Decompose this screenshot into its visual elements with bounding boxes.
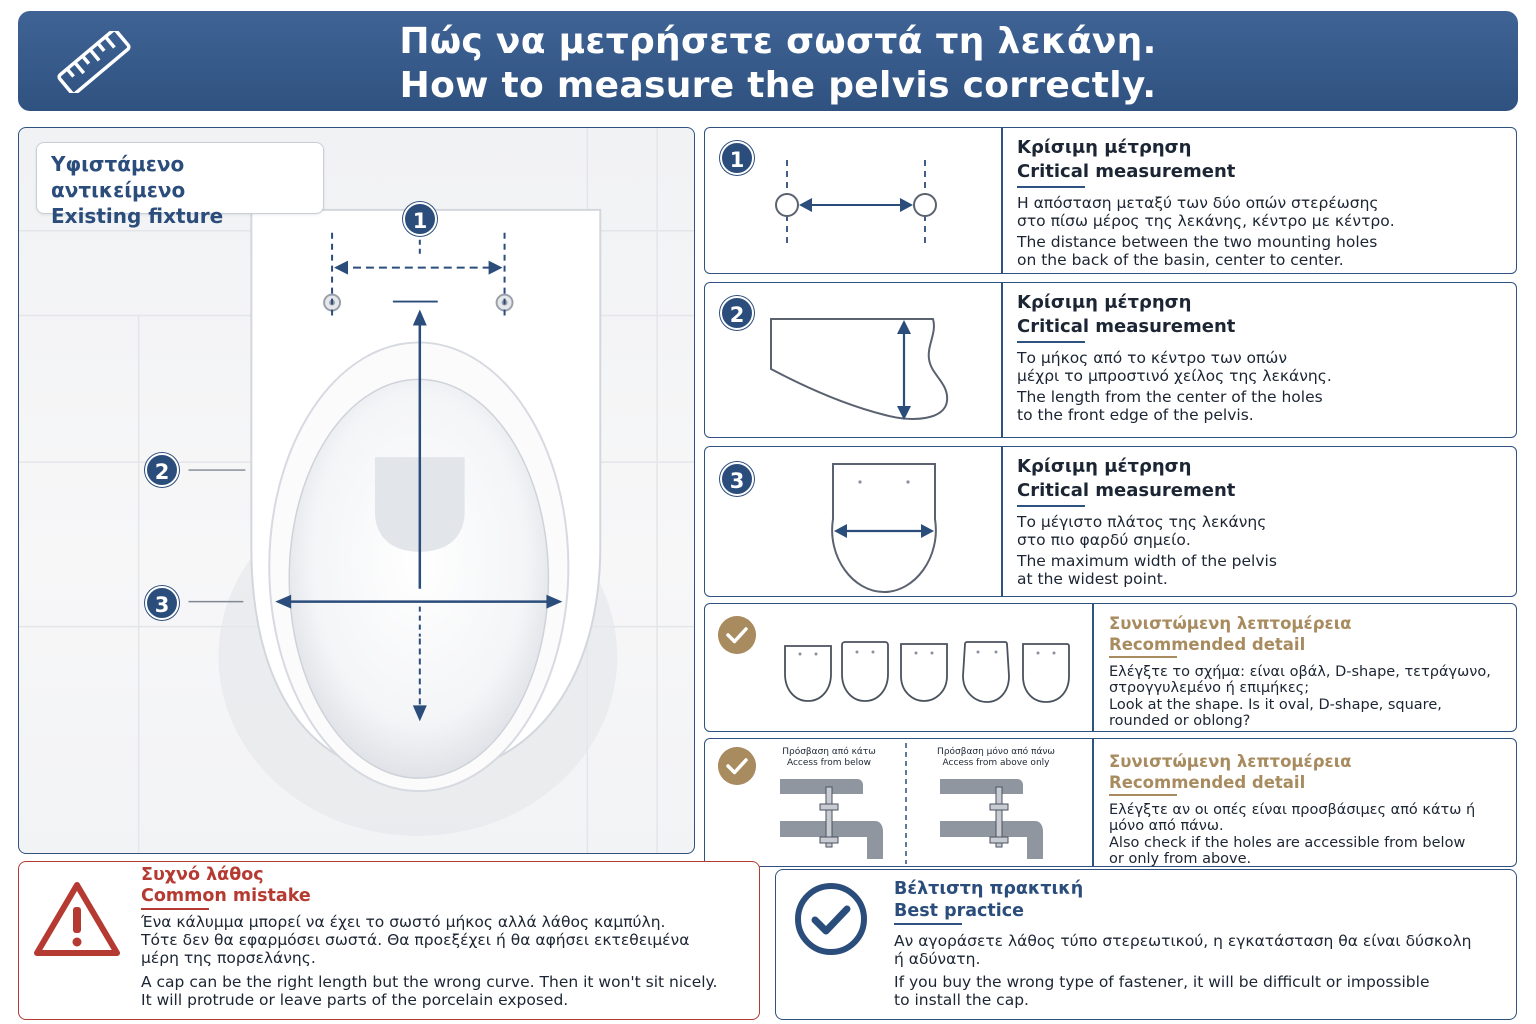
fixture-label-english: Existing fixture <box>51 204 224 228</box>
step-1-body-english-1: The distance between the two mounting ho… <box>1017 232 1378 251</box>
step-1-title-english: Critical measurement <box>1017 161 1236 182</box>
step-3-title-greek: Κρίσιμη μέτρηση <box>1017 456 1192 477</box>
marker-3: 3 <box>145 586 179 620</box>
recommended-2-body-greek-1: Ελέγξτε αν οι οπές είναι προσβάσιμες από… <box>1109 801 1476 818</box>
step-3-body-greek-2: στο πιο φαρδύ σημείο. <box>1017 530 1191 549</box>
warning-icon <box>34 882 120 956</box>
step-2-badge: 2 <box>720 296 754 330</box>
step-3-body-greek-1: Το μέγιστο πλάτος της λεκάνης <box>1017 512 1267 531</box>
mistake-body-english-1: A cap can be the right length but the wr… <box>141 973 718 991</box>
mistake-body-greek-3: μέρη της πορσελάνης. <box>141 949 316 967</box>
recommended-2-body-english-1: Also check if the holes are accessible f… <box>1109 834 1466 851</box>
best-practice-panel: Βέλτιστη πρακτική Best practice Αν αγορά… <box>775 869 1517 1020</box>
step-3-card: 3 Κρίσιμη μέτρηση Critical measurement Τ… <box>704 446 1517 597</box>
best-body-greek-1: Αν αγοράσετε λάθος τύπο στερεωτικού, η ε… <box>894 932 1472 950</box>
bowl-width-diagram <box>831 463 937 594</box>
check-icon <box>718 747 756 785</box>
step-1-body-greek-2: στο πίσω μέρος της λεκάνης, κέντρο με κέ… <box>1017 211 1395 230</box>
access-below-label: Πρόσβαση από κάτω Access from below <box>782 747 876 768</box>
marker-2: 2 <box>145 453 179 487</box>
mistake-body-english-2: It will protrude or leave parts of the p… <box>141 991 569 1009</box>
recommended-2-title-greek: Συνιστώμενη λεπτομέρεια <box>1109 752 1352 771</box>
title-english: How to measure the pelvis correctly. <box>399 65 1157 106</box>
bowl-length-diagram <box>770 318 949 420</box>
step-1-title-greek: Κρίσιμη μέτρηση <box>1017 137 1192 158</box>
step-2-body-english-2: to the front edge of the pelvis. <box>1017 405 1254 424</box>
header-banner: Πώς να μετρήσετε σωστά τη λεκάνη. How to… <box>18 11 1518 111</box>
access-above-label: Πρόσβαση μόνο από πάνω Access from above… <box>937 747 1055 768</box>
marker-1: 1 <box>403 202 437 236</box>
common-mistake-panel: Συχνό λάθος Common mistake Ένα κάλυμμα μ… <box>18 861 760 1020</box>
ruler-icon <box>57 31 131 93</box>
recommended-shape-card: Συνιστώμενη λεπτομέρεια Recommended deta… <box>704 603 1517 732</box>
step-1-card: 1 Κρίσιμη μέτρηση Critical measurement Η… <box>704 127 1517 274</box>
recommended-1-body-english-1: Look at the shape. Is it oval, D-shape, … <box>1109 696 1442 713</box>
recommended-1-body-english-2: rounded or oblong? <box>1109 713 1251 729</box>
step-3-body-english-1: The maximum width of the pelvis <box>1017 551 1277 570</box>
check-icon <box>718 616 756 654</box>
recommended-2-body-greek-2: μόνο από πάνω. <box>1109 818 1224 834</box>
recommended-2-body-english-2: or only from above. <box>1109 851 1252 867</box>
step-3-body-english-2: at the widest point. <box>1017 569 1168 588</box>
step-2-title-greek: Κρίσιμη μέτρηση <box>1017 292 1192 313</box>
toilet-illustration <box>19 128 694 853</box>
fastener-access-diagram <box>780 743 1043 864</box>
step-2-body-greek-2: μέχρι το μπροστινό χείλος της λεκάνης. <box>1017 366 1332 385</box>
recommended-1-title-greek: Συνιστώμενη λεπτομέρεια <box>1109 614 1352 633</box>
step-1-badge: 1 <box>720 141 754 175</box>
best-body-english-2: to install the cap. <box>894 991 1029 1009</box>
step-2-title-english: Critical measurement <box>1017 316 1236 337</box>
hole-distance-diagram <box>775 160 937 248</box>
seat-shapes-diagram <box>784 641 1070 703</box>
step-1-body-greek-1: Η απόσταση μεταξύ των δύο οπών στερέωσης <box>1017 193 1379 212</box>
mistake-body-greek-2: Τότε δεν θα εφαρμόσει σωστά. Θα προεξέχε… <box>141 931 690 949</box>
best-body-english-1: If you buy the wrong type of fastener, i… <box>894 973 1430 991</box>
fixture-label-greek: Υφιστάμενο αντικείμενο <box>51 152 186 202</box>
mistake-title-english: Common mistake <box>141 886 311 906</box>
step-2-body-greek-1: Το μήκος από το κέντρο των οπών <box>1017 348 1288 367</box>
existing-fixture-panel: Υφιστάμενο αντικείμενο Existing fixture … <box>18 127 695 854</box>
step-1-body-english-2: on the back of the basin, center to cent… <box>1017 250 1344 269</box>
step-3-badge: 3 <box>720 462 754 496</box>
recommended-2-title-english: Recommended detail <box>1109 773 1306 792</box>
best-body-greek-2: ή αδύνατη. <box>894 950 981 968</box>
title-greek: Πώς να μετρήσετε σωστά τη λεκάνη. <box>399 21 1157 62</box>
existing-fixture-label: Υφιστάμενο αντικείμενο Existing fixture <box>36 142 324 228</box>
recommended-1-body-greek-1: Ελέγξτε το σχήμα: είναι οβάλ, D-shape, τ… <box>1109 663 1491 680</box>
recommended-access-card: Πρόσβαση από κάτω Access from below Πρόσ… <box>704 738 1517 867</box>
recommended-1-title-english: Recommended detail <box>1109 635 1306 654</box>
step-2-card: 2 Κρίσιμη μέτρηση Critical measurement Τ… <box>704 282 1517 438</box>
mistake-body-greek-1: Ένα κάλυμμα μπορεί να έχει το σωστό μήκο… <box>141 913 666 931</box>
checkmark-circle-icon <box>795 883 867 955</box>
mistake-title-greek: Συχνό λάθος <box>141 865 264 885</box>
step-3-title-english: Critical measurement <box>1017 480 1236 501</box>
step-2-body-english-1: The length from the center of the holes <box>1017 387 1323 406</box>
recommended-1-body-greek-2: στρογγυλεμένο ή επιμήκες; <box>1109 680 1310 696</box>
best-title-greek: Βέλτιστη πρακτική <box>894 879 1084 899</box>
best-title-english: Best practice <box>894 901 1025 921</box>
